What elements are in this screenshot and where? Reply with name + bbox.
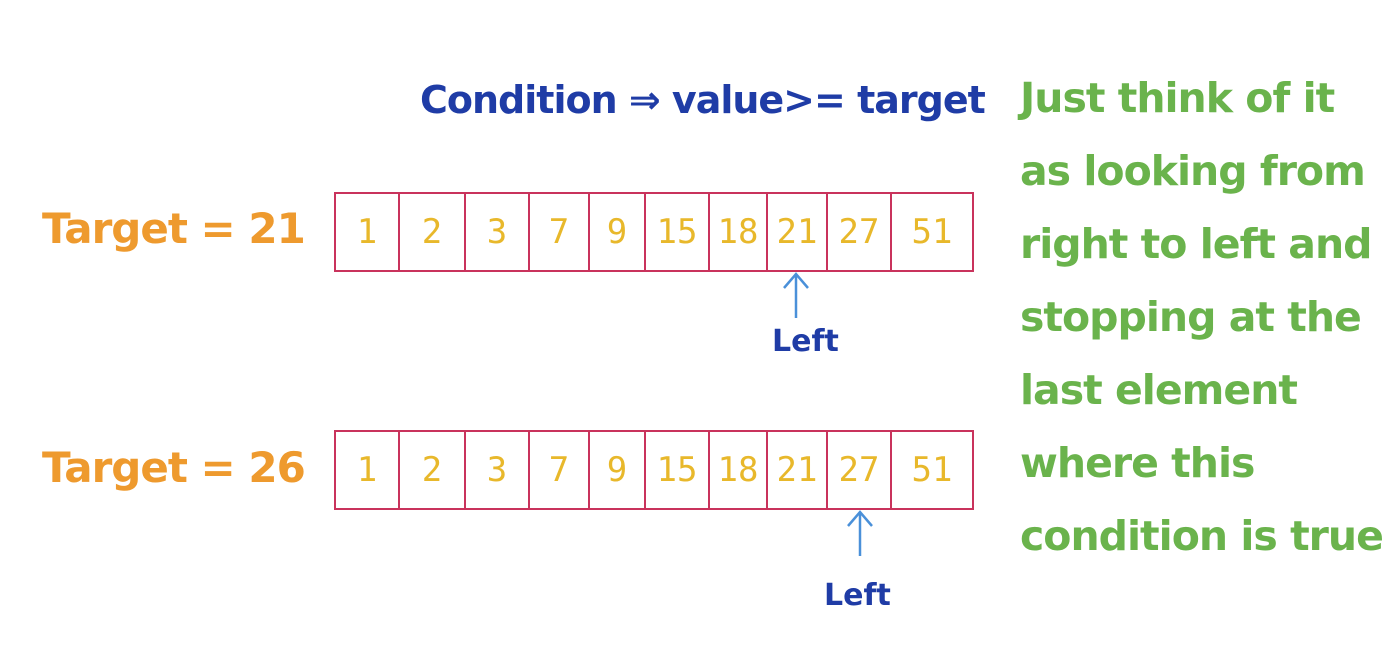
array-cell: 9 [590, 194, 646, 270]
note-line: where this [1020, 439, 1255, 487]
target-label-26: Target = 26 [42, 443, 306, 492]
array-cell: 21 [768, 194, 828, 270]
note-line: as looking from [1020, 147, 1366, 195]
condition-text: Condition ⇒ value>= target [420, 78, 986, 122]
array-cell: 7 [530, 194, 590, 270]
up-arrow-icon [783, 272, 809, 318]
explanation-note: Just think of it as looking from right t… [1020, 62, 1390, 573]
array-cell: 7 [530, 432, 590, 508]
array-cell: 2 [400, 432, 466, 508]
note-line: last element [1020, 366, 1298, 414]
array-cell: 27 [828, 432, 892, 508]
array-cell: 27 [828, 194, 892, 270]
array-row-target-21: 1 2 3 7 9 15 18 21 27 51 [334, 192, 974, 272]
array-cell: 1 [336, 194, 400, 270]
array-cell: 15 [646, 194, 710, 270]
array-cell: 51 [911, 212, 953, 252]
pointer-label-left: Left [772, 324, 839, 359]
array-cell: 1 [336, 432, 400, 508]
array-cell: 3 [466, 194, 530, 270]
array-cell: 9 [590, 432, 646, 508]
array-row-target-26: 1 2 3 7 9 15 18 21 27 51 [334, 430, 974, 510]
array-cell: 2 [400, 194, 466, 270]
pointer-label-left: Left [824, 578, 891, 613]
array-cell: 21 [768, 432, 828, 508]
array-cell: 3 [466, 432, 530, 508]
array-cell: 15 [646, 432, 710, 508]
note-line: stopping at the [1020, 293, 1362, 341]
array-cell: 18 [710, 194, 768, 270]
note-line: condition is true [1020, 512, 1384, 560]
array-cell: 18 [710, 432, 768, 508]
array-cell: 51 [911, 450, 953, 490]
up-arrow-icon [847, 510, 873, 556]
note-line: Just think of it [1020, 74, 1335, 122]
note-line: right to left and [1020, 220, 1373, 268]
target-label-21: Target = 21 [42, 204, 306, 253]
